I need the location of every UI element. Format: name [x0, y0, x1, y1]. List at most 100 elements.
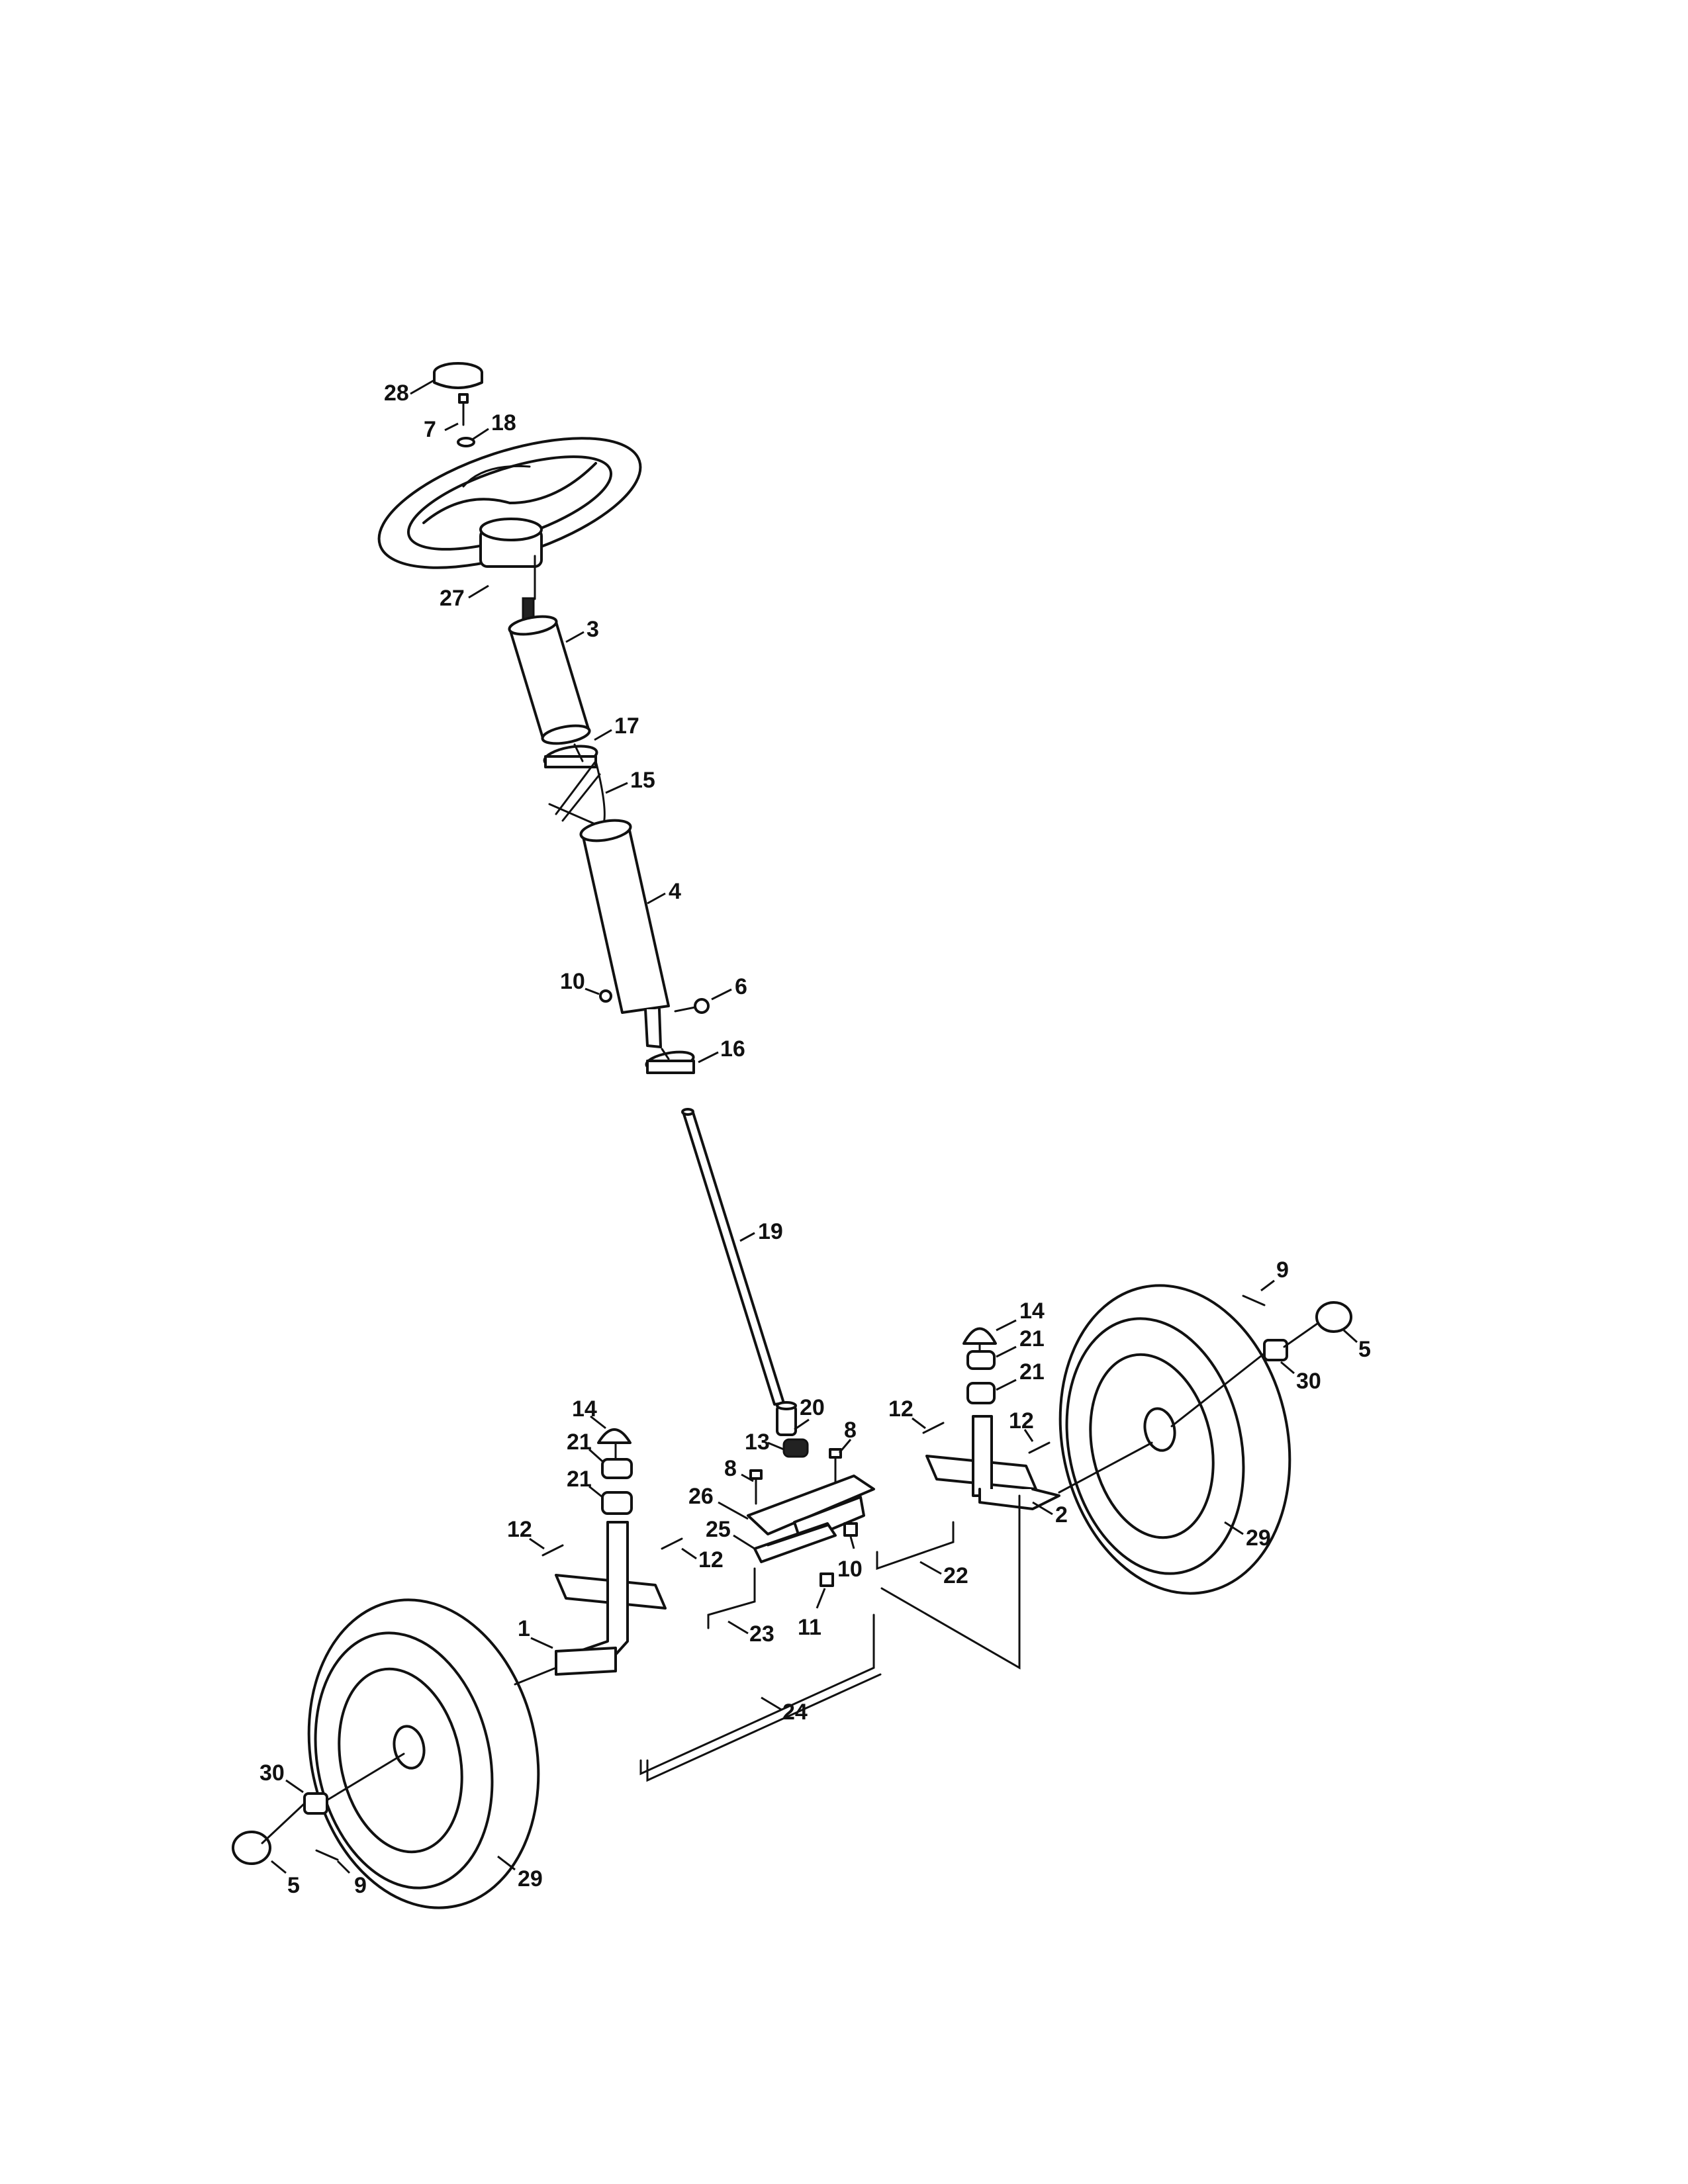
bushing-21-left-upper-part	[601, 1458, 633, 1479]
washer-18-part	[457, 437, 475, 447]
callout-5b: 5	[1342, 1329, 1371, 1362]
svg-text:21: 21	[567, 1430, 592, 1455]
svg-text:23: 23	[749, 1621, 774, 1647]
lower-column-tube-part	[579, 819, 670, 1048]
svg-text:9: 9	[1276, 1257, 1289, 1283]
callout-12c: 12	[888, 1396, 926, 1430]
callout-10b: 10	[837, 1536, 863, 1582]
callout-21b: 21	[567, 1467, 603, 1498]
svg-text:13: 13	[745, 1430, 770, 1455]
left-wheel-part	[307, 1598, 540, 1909]
spring-clip-part	[548, 760, 606, 829]
callout-10a: 10	[560, 969, 600, 995]
cotter-pin-12-right-b-part	[1028, 1441, 1051, 1454]
bushing-21-left-lower-part	[601, 1491, 633, 1515]
bolt-7-part	[458, 393, 469, 426]
svg-text:19: 19	[758, 1219, 783, 1244]
lower-bushing-part	[645, 1050, 695, 1074]
nut-10-upper-part	[599, 989, 612, 1003]
svg-text:1: 1	[518, 1616, 530, 1641]
svg-text:20: 20	[800, 1395, 825, 1420]
callout-8b: 8	[838, 1418, 857, 1453]
svg-text:12: 12	[1009, 1408, 1034, 1433]
svg-text:28: 28	[384, 381, 409, 406]
callout-22: 22	[919, 1561, 968, 1588]
svg-text:9: 9	[354, 1873, 367, 1898]
svg-text:24: 24	[782, 1700, 808, 1725]
svg-text:29: 29	[1246, 1525, 1271, 1551]
callout-15: 15	[605, 768, 655, 794]
callout-30b: 30	[1280, 1361, 1321, 1394]
svg-text:30: 30	[259, 1760, 285, 1786]
callout-20: 20	[794, 1395, 825, 1431]
pinion-gear-part	[776, 1401, 797, 1436]
upper-column-cover-part	[508, 615, 591, 745]
steering-bracket-part	[747, 1475, 875, 1543]
cap-14-right-part	[962, 1327, 997, 1345]
svg-text:18: 18	[491, 410, 516, 435]
svg-text:16: 16	[720, 1036, 745, 1062]
steering-shaft-part	[681, 1108, 785, 1406]
cotter-pin-12-right-a-part	[922, 1422, 945, 1434]
right-wheel-part	[1058, 1284, 1291, 1595]
svg-text:21: 21	[1019, 1359, 1045, 1385]
svg-text:5: 5	[287, 1873, 300, 1898]
svg-text:15: 15	[630, 768, 655, 793]
svg-text:25: 25	[706, 1517, 731, 1542]
callout-1: 1	[518, 1616, 553, 1649]
left-washer-30-part	[303, 1792, 328, 1815]
svg-text:6: 6	[735, 974, 747, 999]
svg-text:12: 12	[888, 1396, 914, 1422]
bolt-8-left-part	[749, 1469, 763, 1505]
svg-text:26: 26	[688, 1484, 714, 1509]
callout-3: 3	[565, 617, 599, 643]
svg-text:21: 21	[567, 1467, 592, 1492]
svg-text:3: 3	[586, 617, 599, 642]
upper-bushing-part	[543, 745, 598, 768]
svg-text:29: 29	[518, 1866, 543, 1891]
steering-wheel-cap-part	[433, 362, 483, 389]
alignment-lines	[261, 555, 1319, 1844]
cap-14-left-part	[597, 1428, 632, 1444]
callout-21d: 21	[996, 1359, 1045, 1391]
callout-30a: 30	[259, 1760, 304, 1794]
callout-27: 27	[440, 584, 489, 611]
svg-text:22: 22	[943, 1563, 968, 1588]
callout-12a: 12	[507, 1517, 545, 1550]
callout-14a: 14	[572, 1396, 606, 1430]
callout-8a: 8	[724, 1456, 754, 1482]
svg-text:12: 12	[698, 1547, 724, 1572]
svg-text:4: 4	[669, 879, 681, 904]
callout-9a: 9	[336, 1860, 367, 1898]
svg-text:14: 14	[572, 1396, 597, 1422]
bushing-21-right-upper-part	[966, 1350, 996, 1370]
cotter-pin-12-left-b-part	[661, 1537, 683, 1550]
left-hub-cap-5-part	[232, 1831, 271, 1865]
svg-text:8: 8	[844, 1418, 857, 1443]
callout-29b: 29	[1224, 1521, 1271, 1551]
callout-26: 26	[688, 1484, 749, 1520]
callout-2: 2	[1032, 1501, 1068, 1527]
svg-text:10: 10	[837, 1557, 863, 1582]
drag-link-22-part	[876, 1521, 955, 1570]
callout-16: 16	[698, 1036, 745, 1064]
callout-9b: 9	[1260, 1257, 1289, 1292]
left-spindle-part	[555, 1521, 667, 1676]
right-hub-cap-5-part	[1315, 1301, 1352, 1333]
callout-25: 25	[706, 1517, 755, 1550]
bushing-21-right-lower-part	[966, 1382, 996, 1404]
callout-23: 23	[727, 1620, 774, 1647]
nut-10-lower-part	[843, 1522, 858, 1537]
bolt-6-part	[674, 998, 710, 1014]
svg-text:21: 21	[1019, 1326, 1045, 1351]
svg-text:5: 5	[1358, 1337, 1371, 1362]
svg-text:30: 30	[1296, 1369, 1321, 1394]
callout-21a: 21	[567, 1430, 604, 1463]
callout-12d: 12	[1009, 1408, 1034, 1442]
callout-24: 24	[761, 1696, 808, 1725]
callout-11: 11	[798, 1588, 826, 1640]
steering-wheel-part	[377, 437, 642, 569]
tie-rod-24-part	[639, 1614, 882, 1782]
cotter-pin-12-left-a-part	[541, 1544, 564, 1557]
